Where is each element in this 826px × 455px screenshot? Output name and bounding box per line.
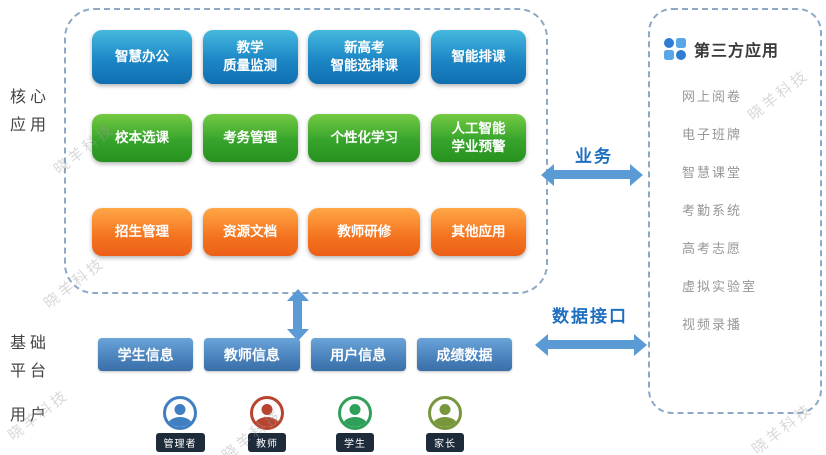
section-label-base-platform: 基础 平台 [10, 335, 51, 380]
admin-avatar-icon [163, 396, 197, 430]
app-block-ai-early-warning: 人工智能 学业预警 [430, 114, 526, 162]
core-apps-row-green: 校本选课 考务管理 个性化学习 人工智能 学业预警 [92, 114, 526, 162]
user-role-parent: 家长 [415, 396, 475, 452]
teacher-avatar-icon [250, 396, 284, 430]
app-block-teaching-quality: 教学 质量监测 [202, 30, 298, 84]
data-interface-double-arrow [548, 340, 634, 349]
third-party-item-gaokao-wishes: 高考志愿 [682, 241, 743, 256]
third-party-list: 网上阅卷 电子班牌 智慧课堂 考勤系统 高考志愿 虚拟实验室 视频录播 [682, 78, 757, 344]
app-block-gaokao-scheduling: 新高考 智能选排课 [308, 30, 421, 84]
platform-block-score-data: 成绩数据 [416, 338, 512, 371]
business-double-arrow [554, 170, 630, 179]
app-block-resource-docs: 资源文档 [202, 208, 298, 256]
third-party-item-smart-classroom: 智慧课堂 [682, 165, 743, 180]
core-apps-row-orange: 招生管理 资源文档 教师研修 其他应用 [92, 208, 526, 256]
app-block-personalized-learning: 个性化学习 [308, 114, 421, 162]
data-interface-connector-label: 数据接口 [552, 307, 628, 326]
third-party-title: 第三方应用 [694, 43, 780, 60]
user-role-label: 管理者 [155, 433, 205, 452]
third-party-item-e-class-sign: 电子班牌 [682, 127, 743, 142]
third-party-item-video-recording: 视频录播 [682, 317, 743, 332]
student-avatar-icon [338, 396, 372, 430]
app-block-smart-timetable: 智能排课 [430, 30, 526, 84]
core-apps-row-blue: 智慧办公 教学 质量监测 新高考 智能选排课 智能排课 [92, 30, 526, 84]
app-block-exam-management: 考务管理 [202, 114, 298, 162]
user-role-admin: 管理者 [150, 396, 210, 452]
parent-avatar-icon [428, 396, 462, 430]
third-party-header: 第三方应用 [662, 36, 779, 62]
app-block-other-apps: 其他应用 [430, 208, 526, 256]
third-party-item-attendance: 考勤系统 [682, 203, 743, 218]
third-party-item-virtual-lab: 虚拟实验室 [682, 279, 758, 294]
app-block-enrollment: 招生管理 [92, 208, 192, 256]
user-role-teacher: 教师 [237, 396, 297, 452]
user-role-student: 学生 [325, 396, 385, 452]
platform-block-student-info: 学生信息 [98, 338, 194, 371]
business-connector-label: 业务 [575, 147, 613, 166]
third-party-apps-icon [664, 38, 686, 60]
app-block-teacher-training: 教师研修 [308, 208, 421, 256]
user-role-label: 学生 [336, 433, 374, 452]
app-block-course-selection: 校本选课 [92, 114, 192, 162]
platform-block-user-info: 用户信息 [310, 338, 406, 371]
core-apps-container: 智慧办公 教学 质量监测 新高考 智能选排课 智能排课 校本选课 考务管理 个性… [64, 8, 548, 294]
user-role-label: 教师 [248, 433, 286, 452]
app-block-smart-office: 智慧办公 [92, 30, 192, 84]
third-party-container [648, 8, 822, 414]
user-role-label: 家长 [426, 433, 464, 452]
section-label-core-apps: 核心 应用 [10, 89, 51, 134]
third-party-item-online-marking: 网上阅卷 [682, 89, 743, 104]
section-label-users: 用户 [10, 407, 51, 424]
base-platform-row: 学生信息 教师信息 用户信息 成绩数据 [98, 338, 512, 371]
platform-block-teacher-info: 教师信息 [204, 338, 300, 371]
vertical-double-arrow [293, 301, 302, 329]
